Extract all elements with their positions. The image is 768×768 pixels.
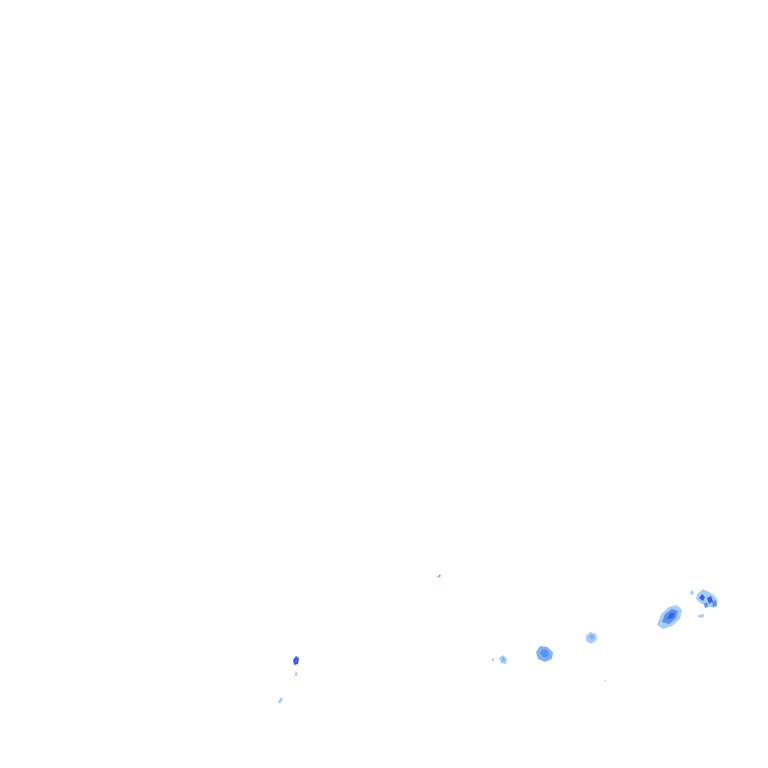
- echo-cell: [704, 602, 708, 608]
- echo-cell: [589, 634, 595, 640]
- echo-cell: [295, 672, 297, 676]
- echo-cell: [667, 613, 675, 619]
- echo-cell: [712, 600, 717, 607]
- echo-cell: [502, 657, 505, 662]
- echo-cell: [604, 680, 606, 682]
- echo-cell: [293, 656, 299, 665]
- echo-cell: [690, 590, 694, 595]
- echo-cell: [699, 594, 705, 601]
- echo-cell: [437, 574, 441, 578]
- echo-cell: [698, 614, 704, 618]
- echo-cell: [707, 596, 713, 604]
- echo-cluster-southeast: [657, 605, 682, 629]
- echo-cell: [540, 649, 549, 658]
- echo-cell: [278, 697, 283, 704]
- echo-cluster-east: [690, 589, 718, 618]
- echo-cluster-southwest: [492, 655, 507, 664]
- echo-cell: [492, 658, 494, 661]
- echo-cluster-central: [586, 632, 597, 644]
- echo-cluster-west: [278, 656, 299, 704]
- echo-cluster-south: [536, 646, 553, 662]
